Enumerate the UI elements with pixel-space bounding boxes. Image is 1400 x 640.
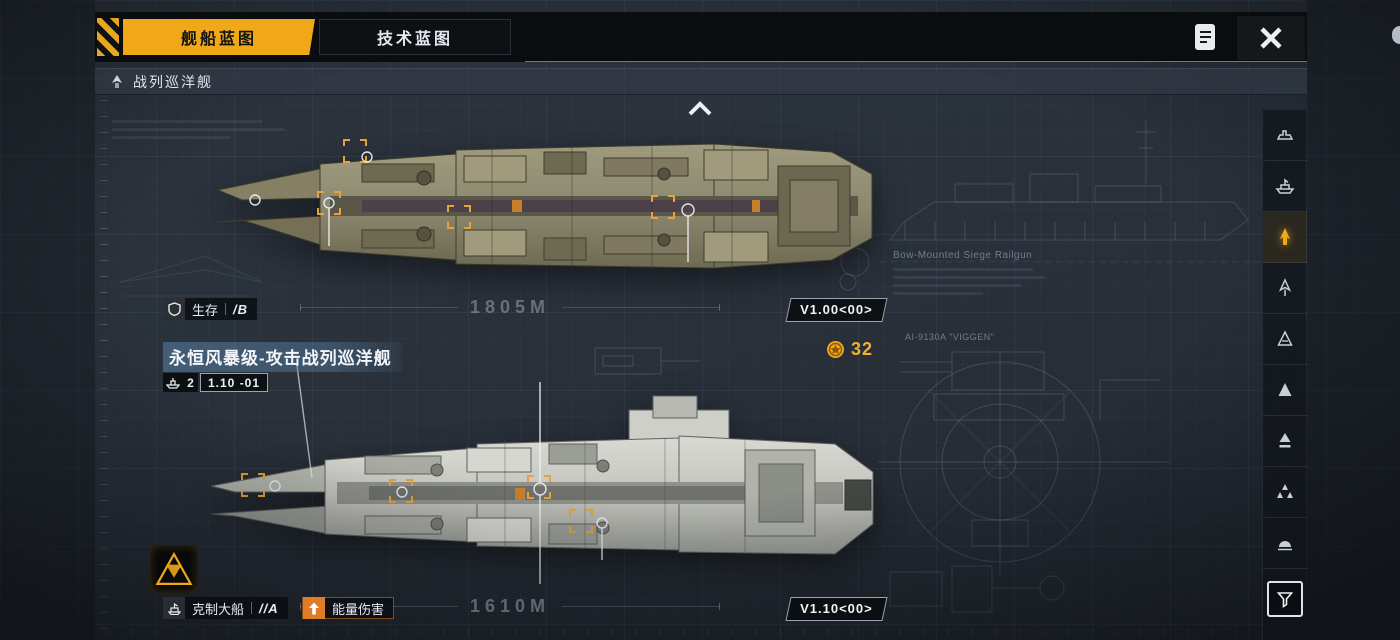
chevron-up-icon <box>688 101 712 116</box>
revision-number: 1.10 -01 <box>200 373 269 392</box>
ship-class-sidebar <box>1262 110 1307 640</box>
length-dimension-top: 1805M <box>300 297 721 318</box>
damage-type-badge: 能量伤害 <box>302 597 395 619</box>
survival-stat-value: /B <box>233 301 249 317</box>
length-value-top: 1805M <box>469 297 551 317</box>
notes-icon <box>1195 24 1215 50</box>
sidebar-item-frigate[interactable] <box>1263 365 1307 416</box>
counter-large-ship-icon <box>163 597 185 619</box>
revision-badge: 2 1.10 -01 <box>163 373 269 392</box>
blueprint-points-icon <box>827 341 844 358</box>
shield-icon <box>163 298 185 320</box>
tab-underline <box>525 61 1307 62</box>
collapse-chevron[interactable] <box>686 100 714 118</box>
close-icon <box>1260 27 1282 49</box>
battlecruiser-icon <box>1280 228 1290 245</box>
ship-class-emblem-icon <box>112 74 122 88</box>
sidebar-item-battlecruiser[interactable] <box>1263 212 1307 263</box>
frigate-icon <box>1278 383 1292 396</box>
ship-count-icon <box>163 373 183 392</box>
blueprint-points-value: 32 <box>851 339 874 359</box>
sidebar-item-corvette[interactable] <box>1263 416 1307 467</box>
length-value-bottom: 1610M <box>469 596 551 616</box>
fighter-group-icon <box>1277 484 1293 498</box>
tab-tech-blueprint[interactable]: 技术蓝图 <box>319 19 511 55</box>
sidebar-item-carrier[interactable] <box>1263 110 1307 161</box>
notes-button[interactable] <box>1187 19 1223 55</box>
sidebar-item-battleship[interactable] <box>1263 161 1307 212</box>
counter-stat-badge: 克制大船 //A <box>163 597 288 619</box>
version-badge-top: V1.00<00> <box>785 298 888 322</box>
battleship-icon <box>1275 178 1295 194</box>
filter-icon <box>1276 592 1293 608</box>
survival-stat-label: 生存 <box>192 302 219 318</box>
blueprint-points: 32 <box>826 339 873 360</box>
support-icon <box>1278 541 1292 551</box>
counter-stat-label: 克制大船 <box>192 601 245 617</box>
screen-edge-icon-fragment <box>1392 26 1400 44</box>
filter-button[interactable] <box>1266 581 1303 617</box>
carrier-icon <box>1276 130 1294 140</box>
hazard-stripes <box>97 18 119 56</box>
survival-stat-badge: 生存 /B <box>163 298 258 320</box>
tab-ship-blueprint[interactable]: 舰船蓝图 <box>123 19 315 55</box>
divider <box>251 602 253 614</box>
energy-damage-icon <box>303 597 325 619</box>
close-button[interactable] <box>1237 16 1305 60</box>
selected-ship-name: 永恒风暴级-攻击战列巡洋舰 <box>163 342 402 372</box>
category-header: 战列巡洋舰 <box>95 68 1307 95</box>
sidebar-item-cruiser[interactable] <box>1263 263 1307 314</box>
category-title: 战列巡洋舰 <box>133 73 213 90</box>
sidebar-item-support[interactable] <box>1263 518 1307 569</box>
faction-emblem <box>150 545 198 593</box>
version-badge-bottom: V1.10<00> <box>785 597 888 621</box>
ship-count: 2 <box>183 373 198 392</box>
counter-stat-value: //A <box>259 600 279 616</box>
cruiser-icon <box>1278 278 1292 296</box>
top-bar: 舰船蓝图 技术蓝图 <box>95 12 1307 62</box>
sidebar-item-fighter-group[interactable] <box>1263 467 1307 518</box>
corvette-icon <box>1279 433 1291 448</box>
damage-type-label: 能量伤害 <box>332 601 385 617</box>
sidebar-item-destroyer[interactable] <box>1263 314 1307 365</box>
destroyer-icon <box>1277 330 1293 346</box>
divider <box>225 303 227 315</box>
faction-emblem-icon <box>155 551 193 585</box>
